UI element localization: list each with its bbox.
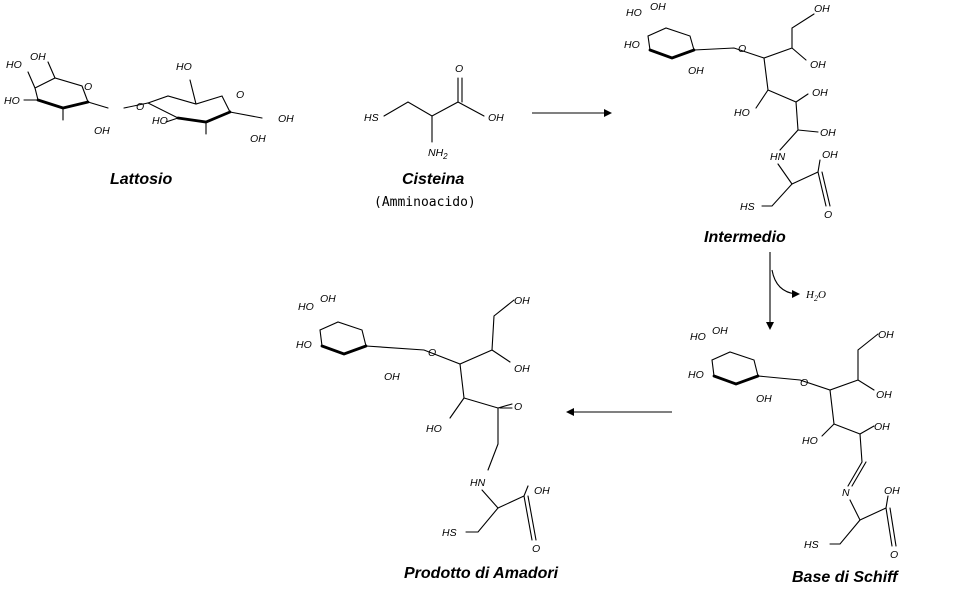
cysteine-structure: HS O OH NH2 Cisteina (Amminoacido) (364, 63, 504, 210)
intermediate-structure: HO OH HO OH O OH OH HO OH OH HN OH HS O … (624, 1, 838, 246)
amadori-link-o: O (428, 347, 436, 359)
amadori-atom-oh-4: OH (514, 363, 530, 375)
amadori-product-structure: HO OH HO OH O OH OH O HO HN OH HS O Prod… (296, 293, 559, 582)
cysteine-atom-o: O (455, 63, 463, 75)
intermediate-atom-ho-1: HO (626, 7, 642, 19)
lactose-atom-oh-1: OH (30, 51, 46, 63)
intermediate-atom-nh: HN (770, 151, 786, 163)
schiff-base-structure: HO OH HO OH O OH OH HO OH N OH HS O Base… (688, 325, 900, 586)
water-byproduct: H2O (805, 289, 826, 303)
amadori-atom-oh-3: OH (514, 295, 530, 307)
amadori-atom-oh-2: OH (384, 371, 400, 383)
cysteine-atom-oh: OH (488, 112, 504, 124)
cysteine-atom-hs: HS (364, 112, 379, 124)
schiff-atom-oh-1: OH (712, 325, 728, 337)
intermediate-atom-o: O (824, 209, 832, 221)
schiff-atom-ho-3: HO (802, 435, 818, 447)
intermediate-atom-oh-7: OH (822, 149, 838, 161)
cysteine-note: (Amminoacido) (374, 195, 476, 210)
lactose-atom-ho-3: HO (152, 115, 168, 127)
amadori-atom-oh-1: OH (320, 293, 336, 305)
schiff-atom-o: O (890, 549, 898, 561)
lactose-atom-oh-5: OH (278, 113, 294, 125)
schiff-atom-ho-2: HO (688, 369, 704, 381)
intermediate-atom-oh-2: OH (688, 65, 704, 77)
intermediate-label: Intermedio (704, 229, 786, 246)
lactose-ring-o-2: O (236, 89, 244, 101)
intermediate-atom-oh-3: OH (814, 3, 830, 15)
lactose-atom-ho-1: HO (6, 59, 22, 71)
lactose-label: Lattosio (110, 171, 172, 188)
reaction-arrow-2: H2O (766, 252, 826, 330)
intermediate-atom-hs: HS (740, 201, 755, 213)
reaction-arrow-1 (532, 109, 612, 117)
reaction-arrow-3 (566, 408, 672, 416)
schiff-atom-n: N (842, 487, 850, 499)
intermediate-link-o: O (738, 43, 746, 55)
lactose-atom-oh-4: OH (250, 133, 266, 145)
amadori-atom-hn: HN (470, 477, 486, 489)
intermediate-atom-ho-3: HO (734, 107, 750, 119)
schiff-atom-ho-1: HO (690, 331, 706, 343)
intermediate-atom-ho-2: HO (624, 39, 640, 51)
amadori-atom-o: O (514, 401, 522, 413)
amadori-atom-hs: HS (442, 527, 457, 539)
lactose-atom-ho-2: HO (4, 95, 20, 107)
lactose-link-o: O (136, 101, 144, 113)
amadori-atom-ho-3: HO (426, 423, 442, 435)
amadori-product-label: Prodotto di Amadori (404, 565, 559, 582)
intermediate-atom-oh-6: OH (820, 127, 836, 139)
schiff-atom-oh-4: OH (876, 389, 892, 401)
amadori-atom-ho-2: HO (296, 339, 312, 351)
intermediate-atom-oh-5: OH (812, 87, 828, 99)
intermediate-atom-oh-4: OH (810, 59, 826, 71)
amadori-atom-oh-5: OH (534, 485, 550, 497)
lactose-atom-oh-2: OH (94, 125, 110, 137)
cysteine-atom-nh2: NH2 (428, 147, 448, 161)
schiff-link-o: O (800, 377, 808, 389)
lactose-structure: HO OH HO O OH O HO O HO OH OH Lattosio (4, 51, 294, 188)
amadori-atom-o-2: O (532, 543, 540, 555)
lactose-ring-o-1: O (84, 81, 92, 93)
lactose-atom-oh-3: HO (176, 61, 192, 73)
schiff-atom-oh-6: OH (884, 485, 900, 497)
cysteine-label: Cisteina (402, 171, 464, 188)
schiff-atom-oh-3: OH (878, 329, 894, 341)
schiff-atom-hs: HS (804, 539, 819, 551)
amadori-atom-ho-1: HO (298, 301, 314, 313)
schiff-atom-oh-2: OH (756, 393, 772, 405)
schiff-base-label: Base di Schiff (792, 569, 899, 586)
intermediate-atom-oh-1: OH (650, 1, 666, 13)
schiff-atom-oh-5: OH (874, 421, 890, 433)
